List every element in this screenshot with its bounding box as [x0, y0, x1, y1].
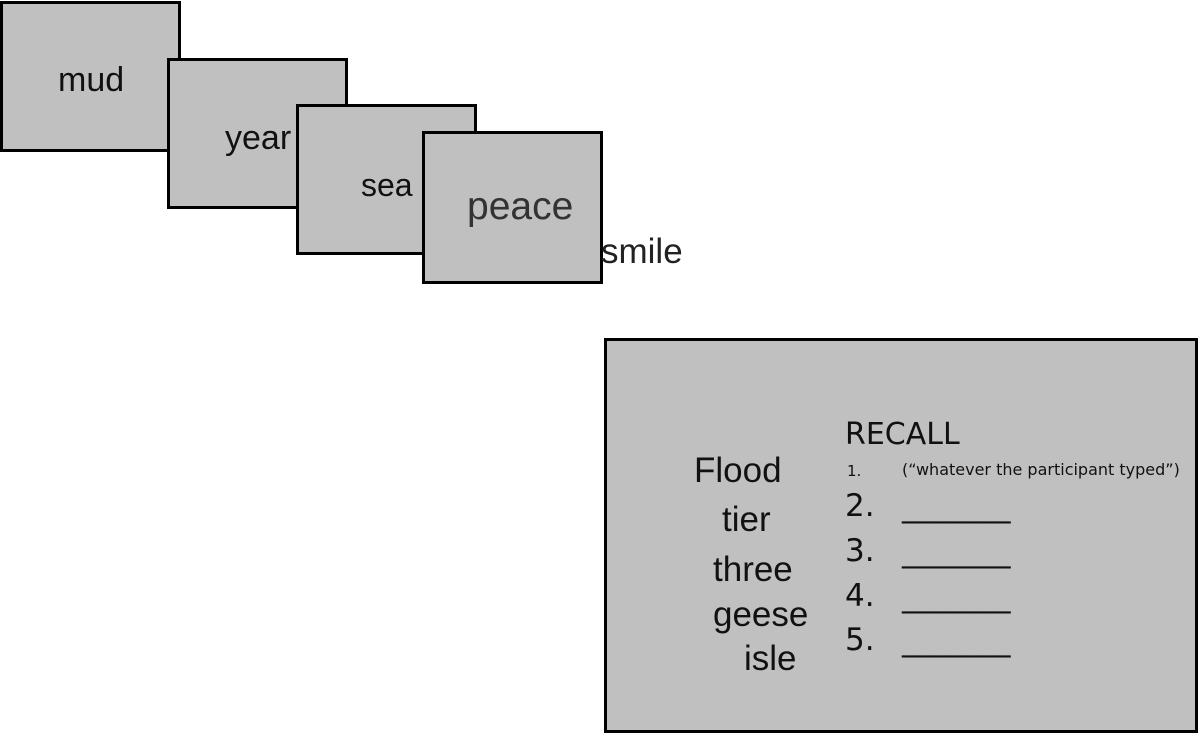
recall-item-number: 2.: [845, 488, 875, 524]
study-word: peace: [467, 185, 574, 228]
recall-item-number: 5.: [845, 622, 875, 658]
study-card-mud: mud: [0, 1, 181, 152]
recall-blank[interactable]: _______: [902, 533, 1011, 569]
recall-item-number: 1.: [847, 462, 862, 480]
loose-study-word: smile: [601, 232, 683, 271]
list-word: tier: [722, 500, 771, 539]
recall-item-number: 4.: [845, 578, 875, 614]
study-word: mud: [58, 61, 125, 99]
study-word: year: [225, 119, 292, 157]
study-card-peace: peace: [422, 131, 603, 284]
list-word: geese: [713, 595, 809, 634]
recall-panel: Flood tier three geese isle RECALL 1. (“…: [604, 338, 1198, 733]
recall-blank[interactable]: _______: [902, 578, 1011, 614]
list-word: isle: [744, 639, 797, 678]
recall-typed-response[interactable]: (“whatever the participant typed”): [902, 460, 1180, 479]
recall-blank[interactable]: _______: [902, 622, 1011, 658]
study-word: sea: [361, 167, 413, 203]
recall-blank[interactable]: _______: [902, 488, 1011, 524]
recall-title: RECALL: [845, 417, 960, 452]
list-word: Flood: [694, 451, 782, 490]
recall-item-number: 3.: [845, 533, 875, 569]
list-word: three: [713, 550, 793, 589]
